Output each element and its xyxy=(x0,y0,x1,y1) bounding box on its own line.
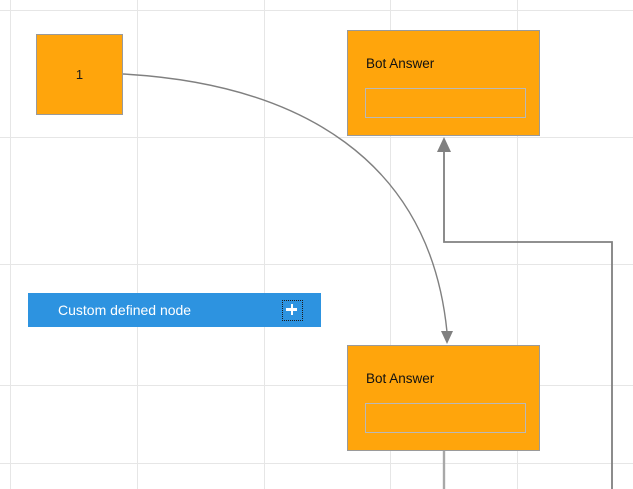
node-title: Bot Answer xyxy=(366,56,435,71)
custom-defined-node-label: Custom defined node xyxy=(58,302,192,318)
node-answer-field[interactable] xyxy=(365,88,526,118)
node-bot-answer-bottom[interactable]: Bot Answer xyxy=(347,345,540,451)
node-bot-answer-top[interactable]: Bot Answer xyxy=(347,30,540,136)
plus-icon[interactable] xyxy=(282,299,303,321)
edge-loop-to-bot-answer-top[interactable] xyxy=(437,137,613,489)
edge-start-to-bot-answer-bottom[interactable] xyxy=(122,73,453,344)
node-title: Bot Answer xyxy=(366,371,435,386)
node-start[interactable]: 1 xyxy=(36,34,123,115)
custom-defined-node-item[interactable]: Custom defined node xyxy=(28,293,321,327)
node-start-label: 1 xyxy=(75,67,84,82)
node-answer-field[interactable] xyxy=(365,403,526,433)
